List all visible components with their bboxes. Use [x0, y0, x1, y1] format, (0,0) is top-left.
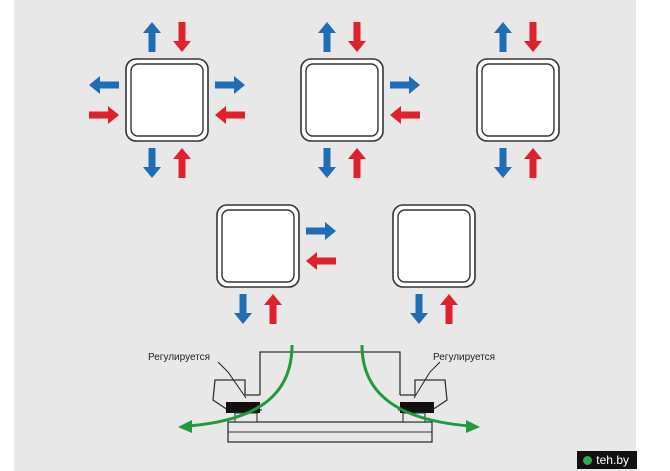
vent-4way [89, 22, 245, 178]
vent-frame-inner [221, 209, 295, 283]
leader-line-right [413, 361, 441, 399]
leader-line-left [217, 361, 247, 399]
vent-frame-inner [130, 63, 204, 137]
logo-dot-icon [583, 455, 593, 465]
vent-frame-inner [397, 209, 471, 283]
outflow-arrow-icon-left [89, 76, 119, 94]
airflow-curve-left [187, 344, 294, 428]
inflow-arrow-icon-left [89, 106, 119, 124]
vent-frame-inner [305, 63, 379, 137]
vent-frame-inner [481, 63, 555, 137]
outflow-arrow-icon-top [494, 22, 512, 52]
vent-2way-corner [216, 204, 336, 324]
inflow-arrow-icon-bottom [173, 148, 191, 178]
outflow-arrow-icon-top [318, 22, 336, 52]
inflow-arrow-icon-bottom [348, 148, 366, 178]
vents-layer [89, 22, 560, 324]
watermark-badge: teh.by [577, 451, 637, 469]
inflow-arrow-icon-right [306, 252, 336, 270]
airflow-curve-right [360, 344, 471, 428]
outflow-arrow-icon-right [306, 222, 336, 240]
vent-3way [300, 22, 420, 178]
outflow-arrow-icon-right [215, 76, 245, 94]
vent-1way [392, 204, 476, 324]
label-adjustable-left: Регулируется [148, 352, 210, 363]
inflow-arrow-icon-top [173, 22, 191, 52]
inflow-arrow-icon-top [348, 22, 366, 52]
outflow-arrow-icon-bottom [143, 148, 161, 178]
unit-housing [259, 351, 401, 395]
inflow-arrow-icon-bottom [524, 148, 542, 178]
outflow-arrow-icon-right [390, 76, 420, 94]
inflow-arrow-icon-bottom [264, 294, 282, 324]
outflow-arrow-icon-bottom [234, 294, 252, 324]
airflow-arrowhead-right [466, 420, 480, 433]
inflow-arrow-icon-bottom [440, 294, 458, 324]
inflow-arrow-icon-right [390, 106, 420, 124]
inflow-arrow-icon-top [524, 22, 542, 52]
adjust-pad-right [400, 402, 434, 413]
outflow-arrow-icon-top [143, 22, 161, 52]
outflow-arrow-icon-bottom [494, 148, 512, 178]
watermark-text: teh.by [596, 453, 629, 467]
airflow-arrowhead-left [178, 420, 192, 433]
outflow-arrow-icon-bottom [318, 148, 336, 178]
adjust-pad-left [226, 402, 260, 413]
cassette-section-drawing: Регулируется Регулируется [148, 344, 495, 443]
outflow-arrow-icon-bottom [410, 294, 428, 324]
vent-2way-vertical [476, 22, 560, 178]
inflow-arrow-icon-right [215, 106, 245, 124]
label-adjustable-right: Регулируется [433, 352, 495, 363]
